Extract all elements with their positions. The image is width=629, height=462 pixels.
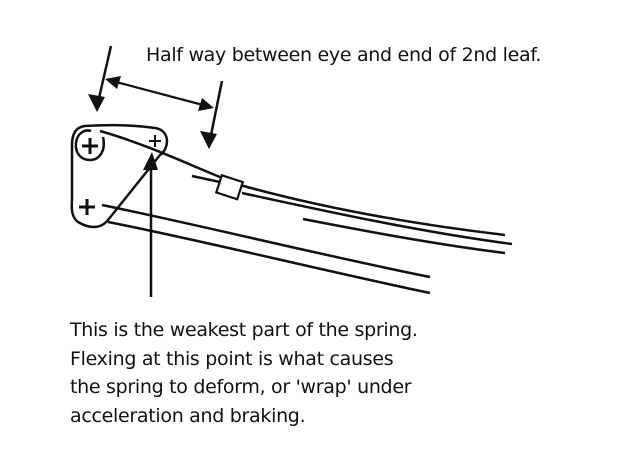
bottom-annotation-line: Flexing at this point is what causes xyxy=(70,347,394,370)
lower-bar-lower xyxy=(107,220,431,295)
main-leaf-bottom xyxy=(241,191,513,246)
second-leaf-stub xyxy=(191,174,221,184)
leaf-clamp xyxy=(214,173,245,201)
shackle-pivot-upper xyxy=(149,135,161,147)
bottom-annotation-line: This is the weakest part of the spring. xyxy=(70,319,418,341)
span-arrowhead-left xyxy=(105,76,121,89)
span-arrowhead-right xyxy=(198,98,214,111)
third-leaf xyxy=(302,217,506,255)
lower-bar-upper xyxy=(101,203,431,279)
top-annotation: Half way between eye and end of 2nd leaf… xyxy=(146,44,542,66)
bottom-annotation: This is the weakest part of the spring. … xyxy=(70,316,418,430)
spring-eye xyxy=(74,129,105,162)
shackle-pivot-lower xyxy=(79,199,95,215)
bottom-annotation-line: acceleration and braking. xyxy=(70,404,306,427)
right-marker-arrow xyxy=(200,80,224,149)
weak-point-arrowhead xyxy=(143,152,158,170)
span-double-arrow xyxy=(105,76,214,111)
right-marker-arrowhead xyxy=(200,131,217,149)
bottom-annotation-line: the spring to deform, or 'wrap' under xyxy=(70,376,412,398)
left-marker-arrow xyxy=(88,45,113,112)
left-marker-arrowhead xyxy=(88,94,105,112)
shackle-outline xyxy=(70,123,169,229)
main-leaf-top xyxy=(99,129,506,237)
weak-point-pointer-arrow xyxy=(143,152,158,297)
